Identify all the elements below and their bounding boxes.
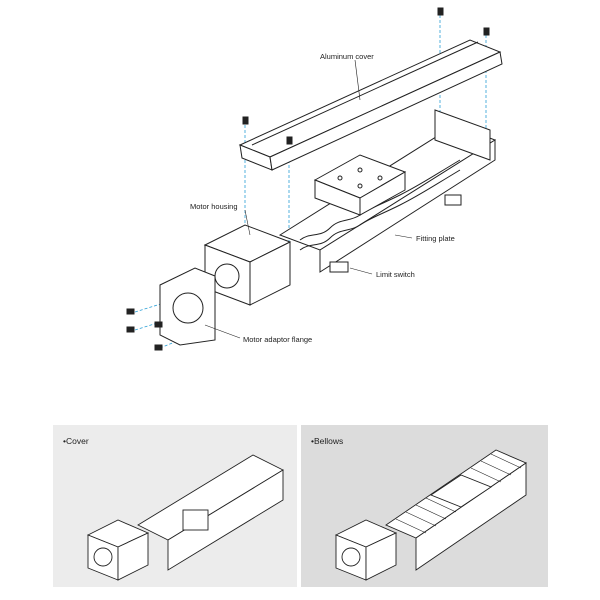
label-aluminum-cover: Aluminum cover <box>320 52 374 61</box>
option-panel-cover: •Cover <box>53 425 297 587</box>
screws <box>126 7 490 351</box>
exploded-diagram <box>126 7 503 351</box>
aluminum-cover <box>238 39 503 171</box>
carriage-block <box>313 154 407 216</box>
bellows-module-illustration <box>334 449 527 581</box>
label-limit-switch: Limit switch <box>376 270 415 279</box>
label-fitting-plate: Fitting plate <box>416 234 455 243</box>
motor-adaptor-flange <box>159 267 216 346</box>
option-title-bellows: •Bellows <box>311 436 344 446</box>
label-motor-housing: Motor housing <box>190 202 238 211</box>
option-panel-bellows: •Bellows <box>301 425 548 587</box>
motor-housing <box>203 224 292 306</box>
cover-module-illustration <box>86 454 284 581</box>
option-title-cover: •Cover <box>63 436 89 446</box>
label-motor-adaptor-flange: Motor adaptor flange <box>243 335 313 344</box>
